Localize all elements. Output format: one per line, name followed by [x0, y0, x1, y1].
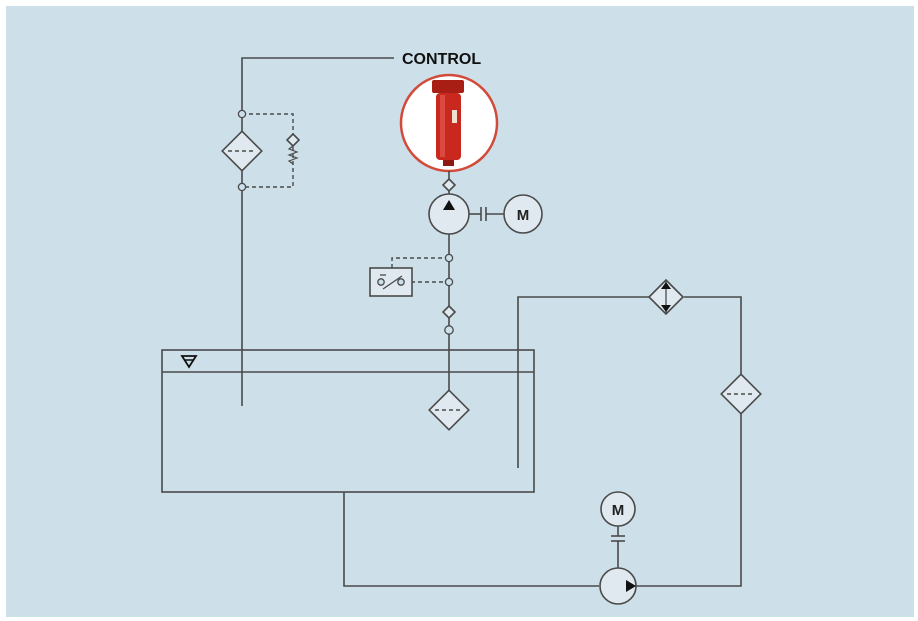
check-valve-icon — [441, 304, 457, 320]
motor-label: M — [612, 502, 625, 519]
pressure-switch — [369, 253, 454, 297]
heat-exchanger — [647, 278, 685, 316]
diagram-panel: CONTROL — [6, 6, 914, 617]
cooler-filter — [720, 373, 762, 415]
motor-icon — [503, 194, 543, 234]
return-filter — [221, 109, 301, 192]
circulation-pump: M — [599, 491, 637, 605]
cooling-circuit: M — [343, 278, 762, 605]
filter-photo — [432, 80, 464, 166]
highlighted-filter-photo — [399, 73, 499, 173]
suction-check-valve — [441, 304, 457, 335]
level-indicator-icon — [180, 355, 198, 369]
motor-label: M — [517, 207, 530, 224]
return-line — [241, 57, 394, 406]
reservoir-icon — [161, 349, 535, 493]
bypass-check-valve-icon — [285, 132, 301, 165]
pressure-switch-icon — [369, 267, 413, 297]
reservoir — [161, 349, 535, 493]
control-label: CONTROL — [402, 51, 481, 68]
suction-strainer — [428, 389, 470, 431]
main-pump: M — [428, 193, 543, 235]
hydraulic-schematic: CONTROL — [161, 51, 762, 605]
check-valve-icon — [441, 177, 457, 193]
